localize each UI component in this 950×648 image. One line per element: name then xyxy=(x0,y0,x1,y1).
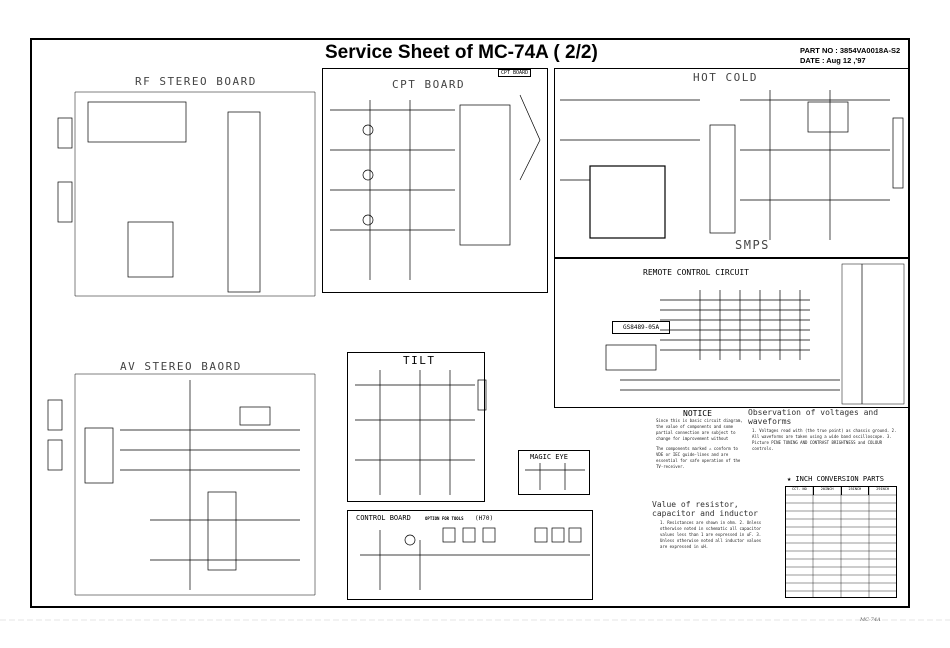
hot-cold-box xyxy=(554,68,910,258)
cpt-board-title: CPT BOARD xyxy=(392,78,466,91)
tilt-board-box xyxy=(347,352,485,502)
notice-heading: NOTICE xyxy=(683,409,712,418)
values-heading: Value of resistor, capacitor and inducto… xyxy=(652,500,758,518)
inch-col-25: 25INCH xyxy=(842,487,870,495)
cpt-board-box xyxy=(322,68,548,293)
inch-conversion-heading: ★ INCH CONVERSION PARTS xyxy=(787,475,884,483)
inch-col-cct: CCT. NO xyxy=(786,487,814,495)
observation-heading: Observation of voltages and waveforms xyxy=(748,408,879,426)
magic-eye-title: MAGIC EYE xyxy=(530,453,568,461)
values-body: 1. Resistances are shown in ohm. 2. Unle… xyxy=(660,520,762,549)
remote-ic-label: GS8489-05A xyxy=(612,321,671,334)
hot-cold-title: HOT COLD xyxy=(693,71,758,84)
av-stereo-board-title: AV STEREO BAORD xyxy=(120,360,242,373)
control-option-label: OPTION FOR TOOLS xyxy=(425,516,464,521)
smps-title: SMPS xyxy=(735,238,770,252)
control-board-title: CONTROL BOARD xyxy=(356,514,411,522)
remote-control-box xyxy=(554,258,910,408)
cpt-board-tag: CPT BOARD xyxy=(498,69,532,77)
remote-control-title: REMOTE CONTROL CIRCUIT xyxy=(643,268,749,277)
tilt-title: TILT xyxy=(403,354,436,367)
notice-body: Since this is basic circuit diagram, the… xyxy=(656,418,743,441)
rf-stereo-board-title: RF STEREO BOARD xyxy=(135,75,257,88)
sheet-title: Service Sheet of MC-74A ( 2/2) xyxy=(325,42,598,63)
inch-col-29: 29INCH xyxy=(876,487,889,491)
part-number: PART NO : 3854VA0018A-S2 xyxy=(800,46,901,55)
sheet-date: DATE : Aug 12 ,'97 xyxy=(800,56,866,65)
notice-safety: The components marked ⚠ conform to VDE o… xyxy=(656,446,741,469)
magic-eye-box xyxy=(518,450,590,495)
part-info: PART NO : 3854VA0018A-S2 DATE : Aug 12 ,… xyxy=(800,46,900,66)
observation-body: 1. Voltages read with (the true point) a… xyxy=(752,428,897,451)
control-h70-label: (H70) xyxy=(475,515,494,522)
control-board-box xyxy=(347,510,593,600)
page-footer: MC-74A xyxy=(860,617,881,623)
